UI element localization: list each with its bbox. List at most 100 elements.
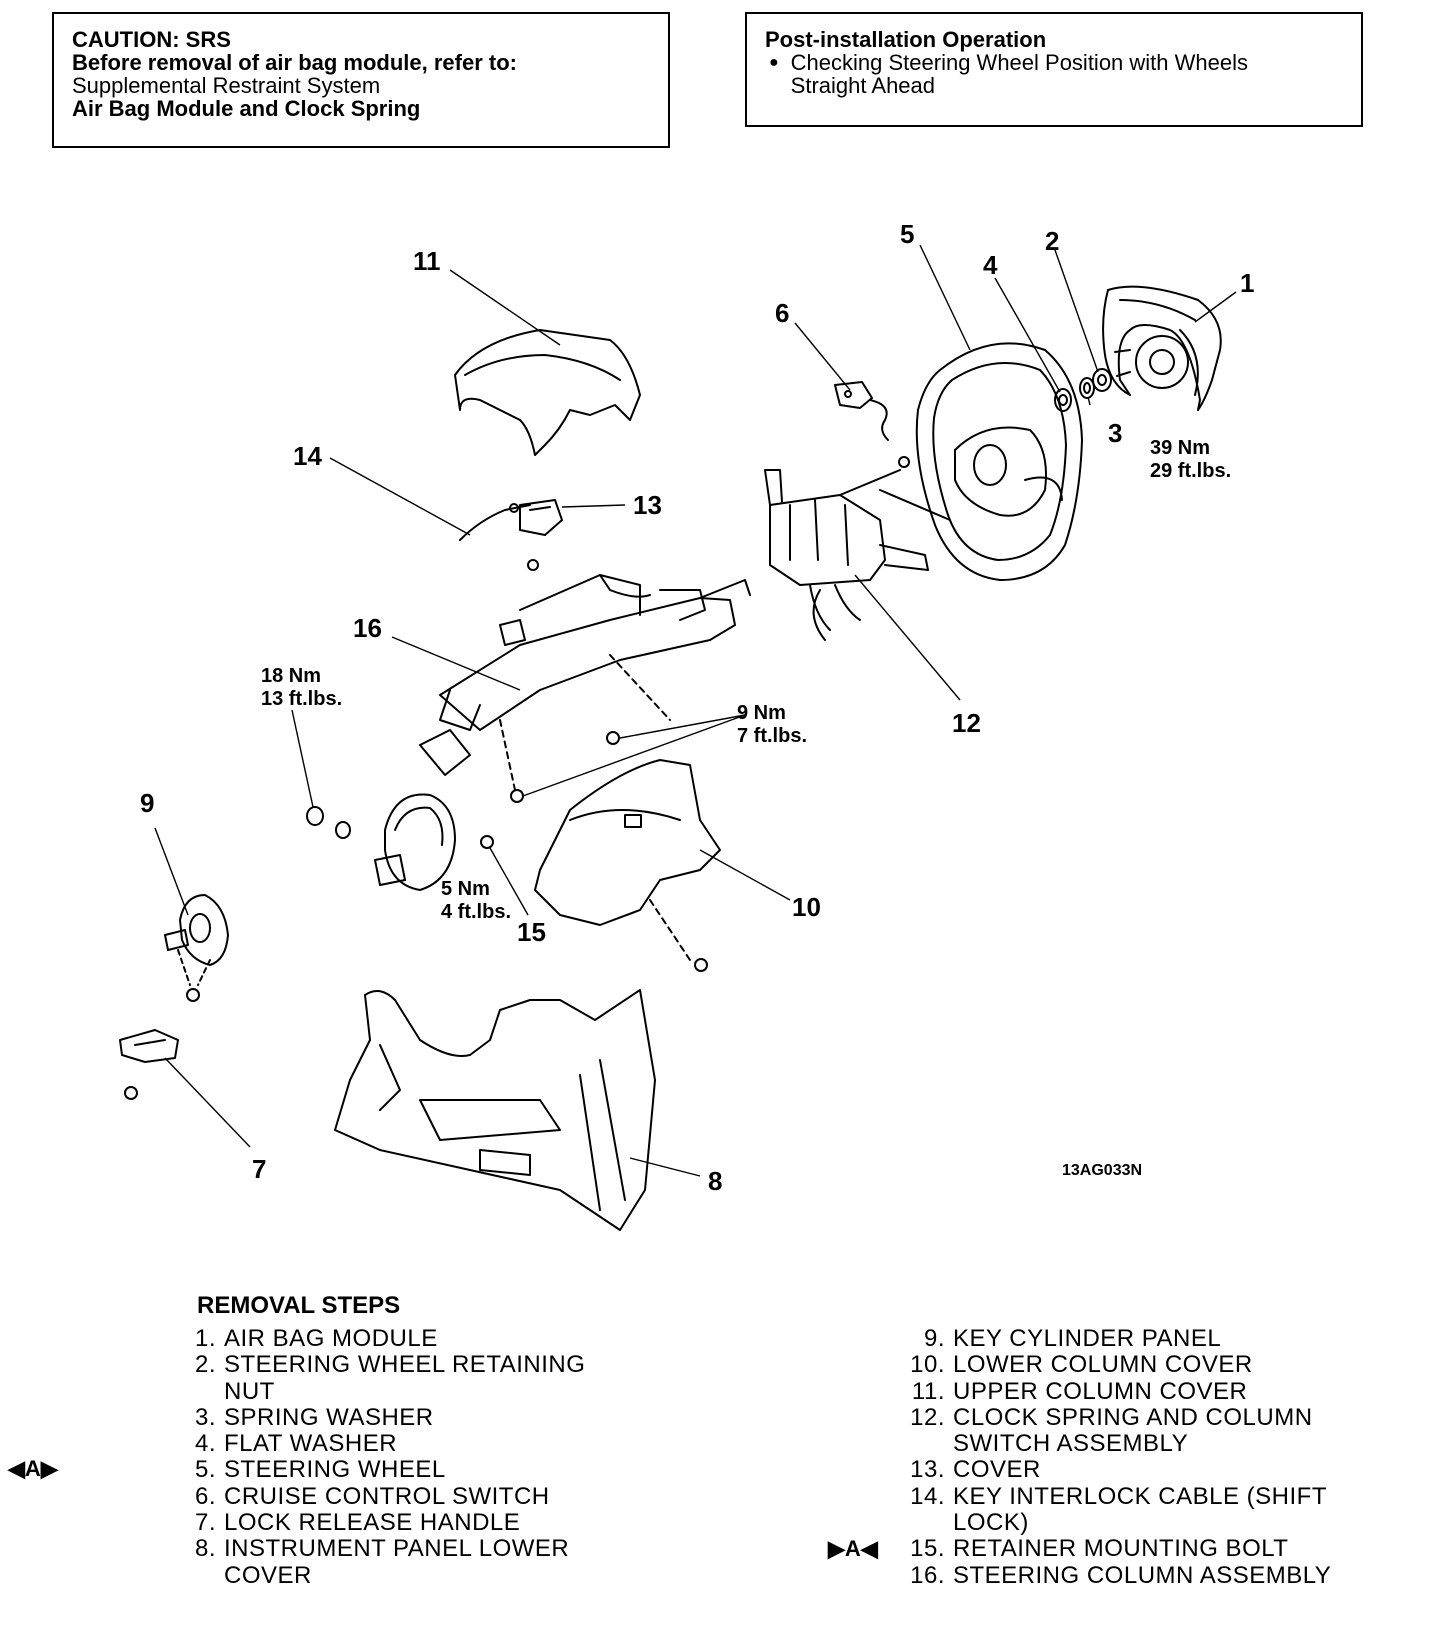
callout-10: 10	[792, 892, 821, 922]
removal-step-line: NUT	[224, 1377, 275, 1405]
bolt-18nm	[306, 806, 351, 839]
removal-step-line: COVER	[224, 1561, 312, 1589]
removal-step-text: CRUISE CONTROL SWITCH	[224, 1483, 550, 1510]
part-cover	[519, 499, 563, 536]
bolt-9nm-a	[510, 789, 524, 803]
removal-step-line: STEERING COLUMN ASSEMBLY	[953, 1561, 1332, 1589]
removal-steps-right: 9. KEY CYLINDER PANEL 10. LOWER COLUMN COVE…	[897, 1325, 1417, 1589]
callout-7: 7	[252, 1154, 266, 1184]
removal-step-line: KEY CYLINDER PANEL	[953, 1325, 1222, 1352]
removal-step-text: LOWER COLUMN COVER	[953, 1351, 1253, 1379]
leader-lines	[154, 244, 1237, 1177]
caution-box: CAUTION: SRS Before removal of air bag m…	[52, 12, 670, 148]
post-installation-line-1: Checking Steering Wheel Position with Wh…	[790, 50, 1248, 75]
caution-line-1: Before removal of air bag module, refer …	[72, 50, 517, 75]
removal-step-number: 12.	[910, 1403, 945, 1431]
removal-step-line: UPPER COLUMN COVER	[953, 1377, 1248, 1405]
caution-title: CAUTION: SRS	[72, 27, 231, 52]
torque-5-nm: 5 Nm	[441, 878, 490, 900]
bullet-dot-icon: ●	[769, 54, 779, 71]
bolt-5nm	[480, 835, 494, 849]
part-steering-column	[419, 574, 751, 776]
removal-step-line: INSTRUMENT PANEL LOWER	[224, 1535, 570, 1563]
callout-9: 9	[140, 788, 154, 818]
removal-step-number: 10.	[910, 1351, 945, 1379]
service-marker-right: ▶A◀	[828, 1536, 878, 1562]
bolt-cover	[527, 559, 539, 571]
removal-step-item: 10. LOWER COLUMN COVER	[897, 1351, 1417, 1379]
removal-step-line: RETAINER MOUNTING BOLT	[953, 1535, 1289, 1563]
removal-step-number: 6.	[194, 1482, 216, 1510]
torque-13-ftlbs: 13 ft.lbs.	[261, 688, 342, 710]
removal-step-number: 13.	[910, 1456, 945, 1484]
removal-step-text: AIR BAG MODULE	[224, 1325, 438, 1352]
exploded-diagram: 1 2 3 4 5 6 7 8 9 10 11 12 13 14 15 16 3…	[119, 219, 1254, 1231]
marker-letter: A	[844, 1536, 861, 1561]
removal-step-text: UPPER COLUMN COVER	[953, 1377, 1248, 1405]
part-clock-spring-column-switch	[764, 469, 951, 641]
torque-4-ftlbs: 4 ft.lbs.	[441, 901, 511, 923]
removal-step-number: 2.	[194, 1351, 216, 1379]
removal-step-item: 1.AIR BAG MODULE	[182, 1325, 662, 1352]
dashed-guide-lines	[499, 654, 691, 961]
removal-step-number: 11.	[911, 1377, 945, 1405]
removal-step-item: 16.STEERING COLUMN ASSEMBLY	[897, 1561, 1417, 1589]
removal-step-text: SPRING WASHER	[224, 1403, 434, 1431]
removal-step-line: LOCK RELEASE HANDLE	[224, 1509, 521, 1537]
arrow-right-icon: ▶	[40, 1456, 58, 1481]
removal-step-line: COVER	[953, 1456, 1041, 1484]
callout-13: 13	[633, 490, 662, 520]
removal-step-line: STEERING WHEEL RETAINING	[224, 1351, 586, 1379]
removal-step-item: 4.FLAT WASHER	[182, 1430, 662, 1458]
removal-step-item: 15.RETAINER MOUNTING BOLT	[897, 1535, 1417, 1563]
callout-16: 16	[353, 613, 382, 643]
removal-step-number: 8.	[194, 1535, 216, 1563]
part-cruise-control-switch	[834, 381, 889, 441]
caution-line-3: Air Bag Module and Clock Spring	[72, 96, 421, 121]
removal-step-number: 5.	[194, 1456, 216, 1484]
post-installation-line-2: Straight Ahead	[790, 73, 936, 98]
callout-labels: 1 2 3 4 5 6 7 8 9 10 11 12 13 14 15 16	[140, 219, 1254, 1196]
removal-step-line: AIR BAG MODULE	[224, 1325, 438, 1352]
part-key-cylinder-panel	[164, 894, 229, 986]
removal-step-text: COVER	[953, 1456, 1041, 1484]
callout-15: 15	[517, 917, 546, 947]
removal-step-line: SPRING WASHER	[224, 1403, 434, 1431]
removal-step-item: 5.STEERING WHEEL	[182, 1456, 662, 1484]
post-installation-title: Post-installation Operation	[765, 27, 1047, 52]
part-retaining-nut	[1092, 368, 1112, 392]
callout-3: 3	[1108, 418, 1122, 448]
torque-18-nm: 18 Nm	[261, 665, 321, 687]
removal-steps-title: REMOVAL STEPS	[197, 1292, 401, 1319]
torque-specs: 39 Nm 29 ft.lbs. 18 Nm 13 ft.lbs. 9 Nm 7…	[261, 437, 1231, 923]
removal-step-number: 14.	[910, 1482, 945, 1510]
arrow-left-icon: ◀	[860, 1536, 878, 1561]
torque-9-nm: 9 Nm	[737, 702, 786, 724]
removal-step-number: 7.	[194, 1509, 216, 1537]
post-installation-box: Post-installation Operation ● Checking S…	[745, 12, 1363, 127]
bolt-lower-cover	[694, 958, 708, 972]
part-lock-release-handle	[119, 1029, 179, 1063]
removal-step-line: SWITCH ASSEMBLY	[953, 1430, 1189, 1458]
bolt-lock-handle	[124, 1086, 138, 1100]
removal-step-number: 9.	[923, 1325, 945, 1352]
part-air-bag-module	[1102, 285, 1222, 411]
arrow-right-icon: ▶	[828, 1536, 845, 1561]
callout-1: 1	[1240, 268, 1254, 298]
removal-step-item: 6. CRUISE CONTROL SWITCH	[182, 1482, 662, 1510]
figure-code: 13AG033N	[1062, 1162, 1142, 1179]
callout-12: 12	[952, 708, 981, 738]
removal-step-line: CLOCK SPRING AND COLUMN	[953, 1403, 1313, 1431]
removal-step-item: 11. UPPER COLUMN COVER	[897, 1377, 1417, 1405]
callout-5: 5	[900, 219, 914, 249]
torque-7-ftlbs: 7 ft.lbs.	[737, 725, 807, 747]
removal-step-number: 4.	[194, 1430, 216, 1458]
removal-step-line: LOWER COLUMN COVER	[953, 1351, 1253, 1379]
removal-step-text: STEERING COLUMN ASSEMBLY	[953, 1561, 1332, 1589]
